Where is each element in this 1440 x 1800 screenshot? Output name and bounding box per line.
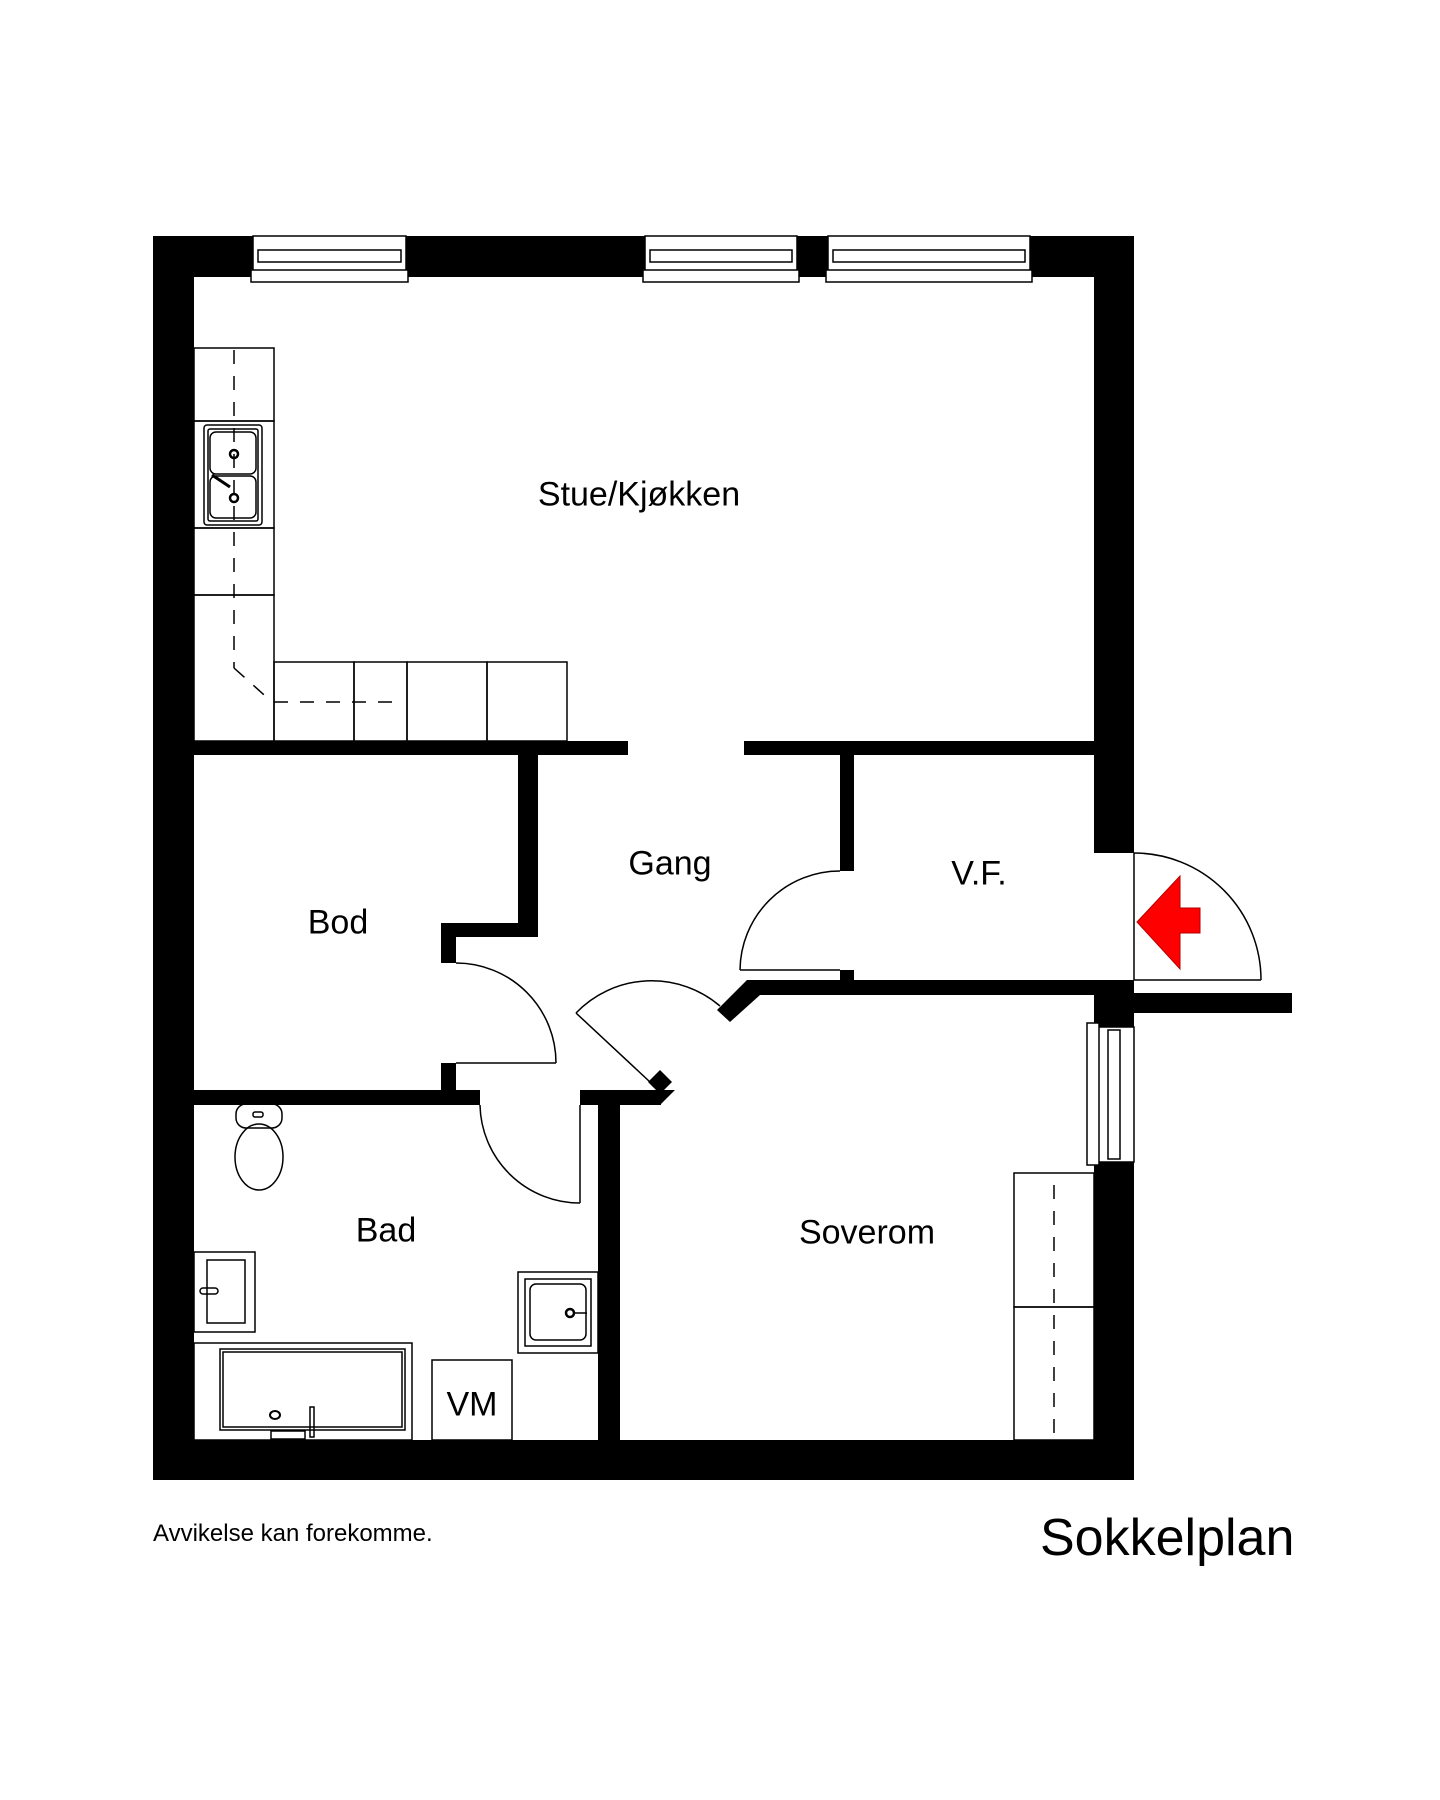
washing-machine-box — [431, 1359, 513, 1441]
window-top-1 — [250, 235, 409, 283]
washing-machine-label: VM — [446, 1385, 498, 1424]
shower-drain-icon — [517, 1271, 599, 1354]
door-entrance — [1133, 852, 1262, 981]
room-label-soverom: Soverom — [798, 1213, 936, 1252]
plan-title: Sokkelplan — [1040, 1509, 1295, 1567]
kitchen-counters — [193, 347, 568, 742]
kitchen-sink-icon — [203, 424, 263, 526]
room-label-gang: Gang — [628, 844, 712, 883]
door-vf — [739, 870, 841, 971]
window-bedroom — [1086, 1022, 1135, 1166]
door-bod — [455, 962, 557, 1064]
bathroom-sink-icon — [193, 1251, 256, 1333]
window-top-3 — [825, 235, 1033, 283]
entrance-arrow-icon — [1136, 874, 1201, 971]
windows — [250, 235, 1135, 1166]
door-bad — [479, 1104, 581, 1204]
toilet-icon — [234, 1103, 284, 1191]
room-label-bod: Bod — [307, 903, 369, 942]
bathtub-icon — [193, 1342, 413, 1441]
outer-walls — [153, 236, 1292, 1480]
window-top-2 — [642, 235, 800, 283]
door-soverom — [575, 980, 721, 1083]
room-label-vf: V.F. — [951, 854, 1007, 893]
disclaimer-note: Avvikelse kan forekomme. — [153, 1520, 433, 1547]
interior-walls — [194, 741, 1094, 1440]
room-label-bad: Bad — [355, 1211, 417, 1250]
wardrobe — [1013, 1172, 1095, 1441]
doors — [455, 852, 1262, 1204]
room-label-stue-kjokken: Stue/Kjøkken — [537, 475, 741, 514]
